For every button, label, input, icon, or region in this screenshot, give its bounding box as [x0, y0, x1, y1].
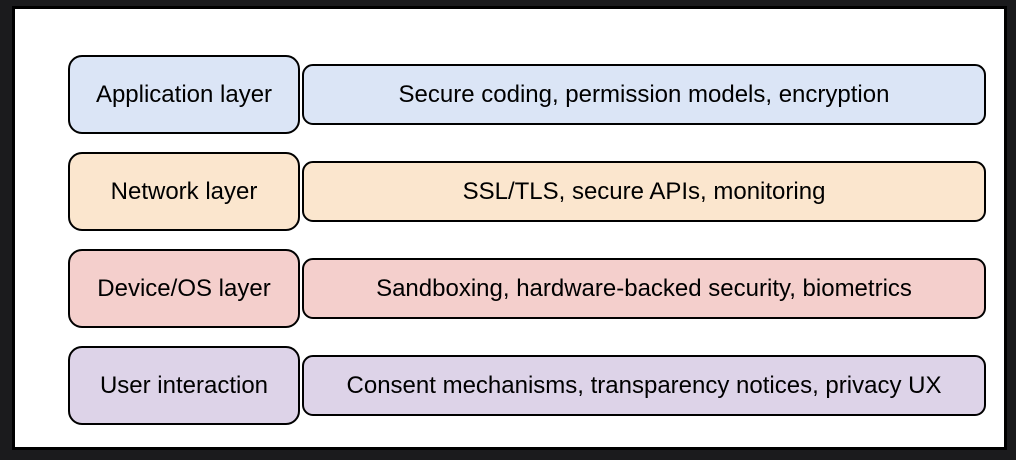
network-layer-detail: SSL/TLS, secure APIs, monitoring: [462, 177, 826, 205]
device-os-layer-label: Device/OS layer: [97, 274, 271, 302]
application-layer-label: Application layer: [95, 80, 273, 108]
device-os-layer-detail-box: Sandboxing, hardware-backed security, bi…: [302, 258, 986, 319]
layer-row-device-os: Device/OS layer Sandboxing, hardware-bac…: [68, 249, 986, 328]
application-layer-detail: Secure coding, permission models, encryp…: [398, 80, 890, 108]
layer-row-network: Network layer SSL/TLS, secure APIs, moni…: [68, 152, 986, 231]
user-interaction-label-box: User interaction: [68, 346, 300, 425]
network-layer-label-box: Network layer: [68, 152, 300, 231]
device-os-layer-detail: Sandboxing, hardware-backed security, bi…: [376, 274, 912, 302]
layer-row-application: Application layer Secure coding, permiss…: [68, 55, 986, 134]
application-layer-label-box: Application layer: [68, 55, 300, 134]
layer-row-user-interaction: User interaction Consent mechanisms, tra…: [68, 346, 986, 425]
network-layer-detail-box: SSL/TLS, secure APIs, monitoring: [302, 161, 986, 222]
diagram-canvas: Application layer Secure coding, permiss…: [12, 6, 1007, 450]
network-layer-label: Network layer: [110, 177, 258, 205]
application-layer-detail-box: Secure coding, permission models, encryp…: [302, 64, 986, 125]
user-interaction-detail: Consent mechanisms, transparency notices…: [346, 371, 942, 399]
user-interaction-detail-box: Consent mechanisms, transparency notices…: [302, 355, 986, 416]
user-interaction-label: User interaction: [99, 371, 269, 399]
device-os-layer-label-box: Device/OS layer: [68, 249, 300, 328]
